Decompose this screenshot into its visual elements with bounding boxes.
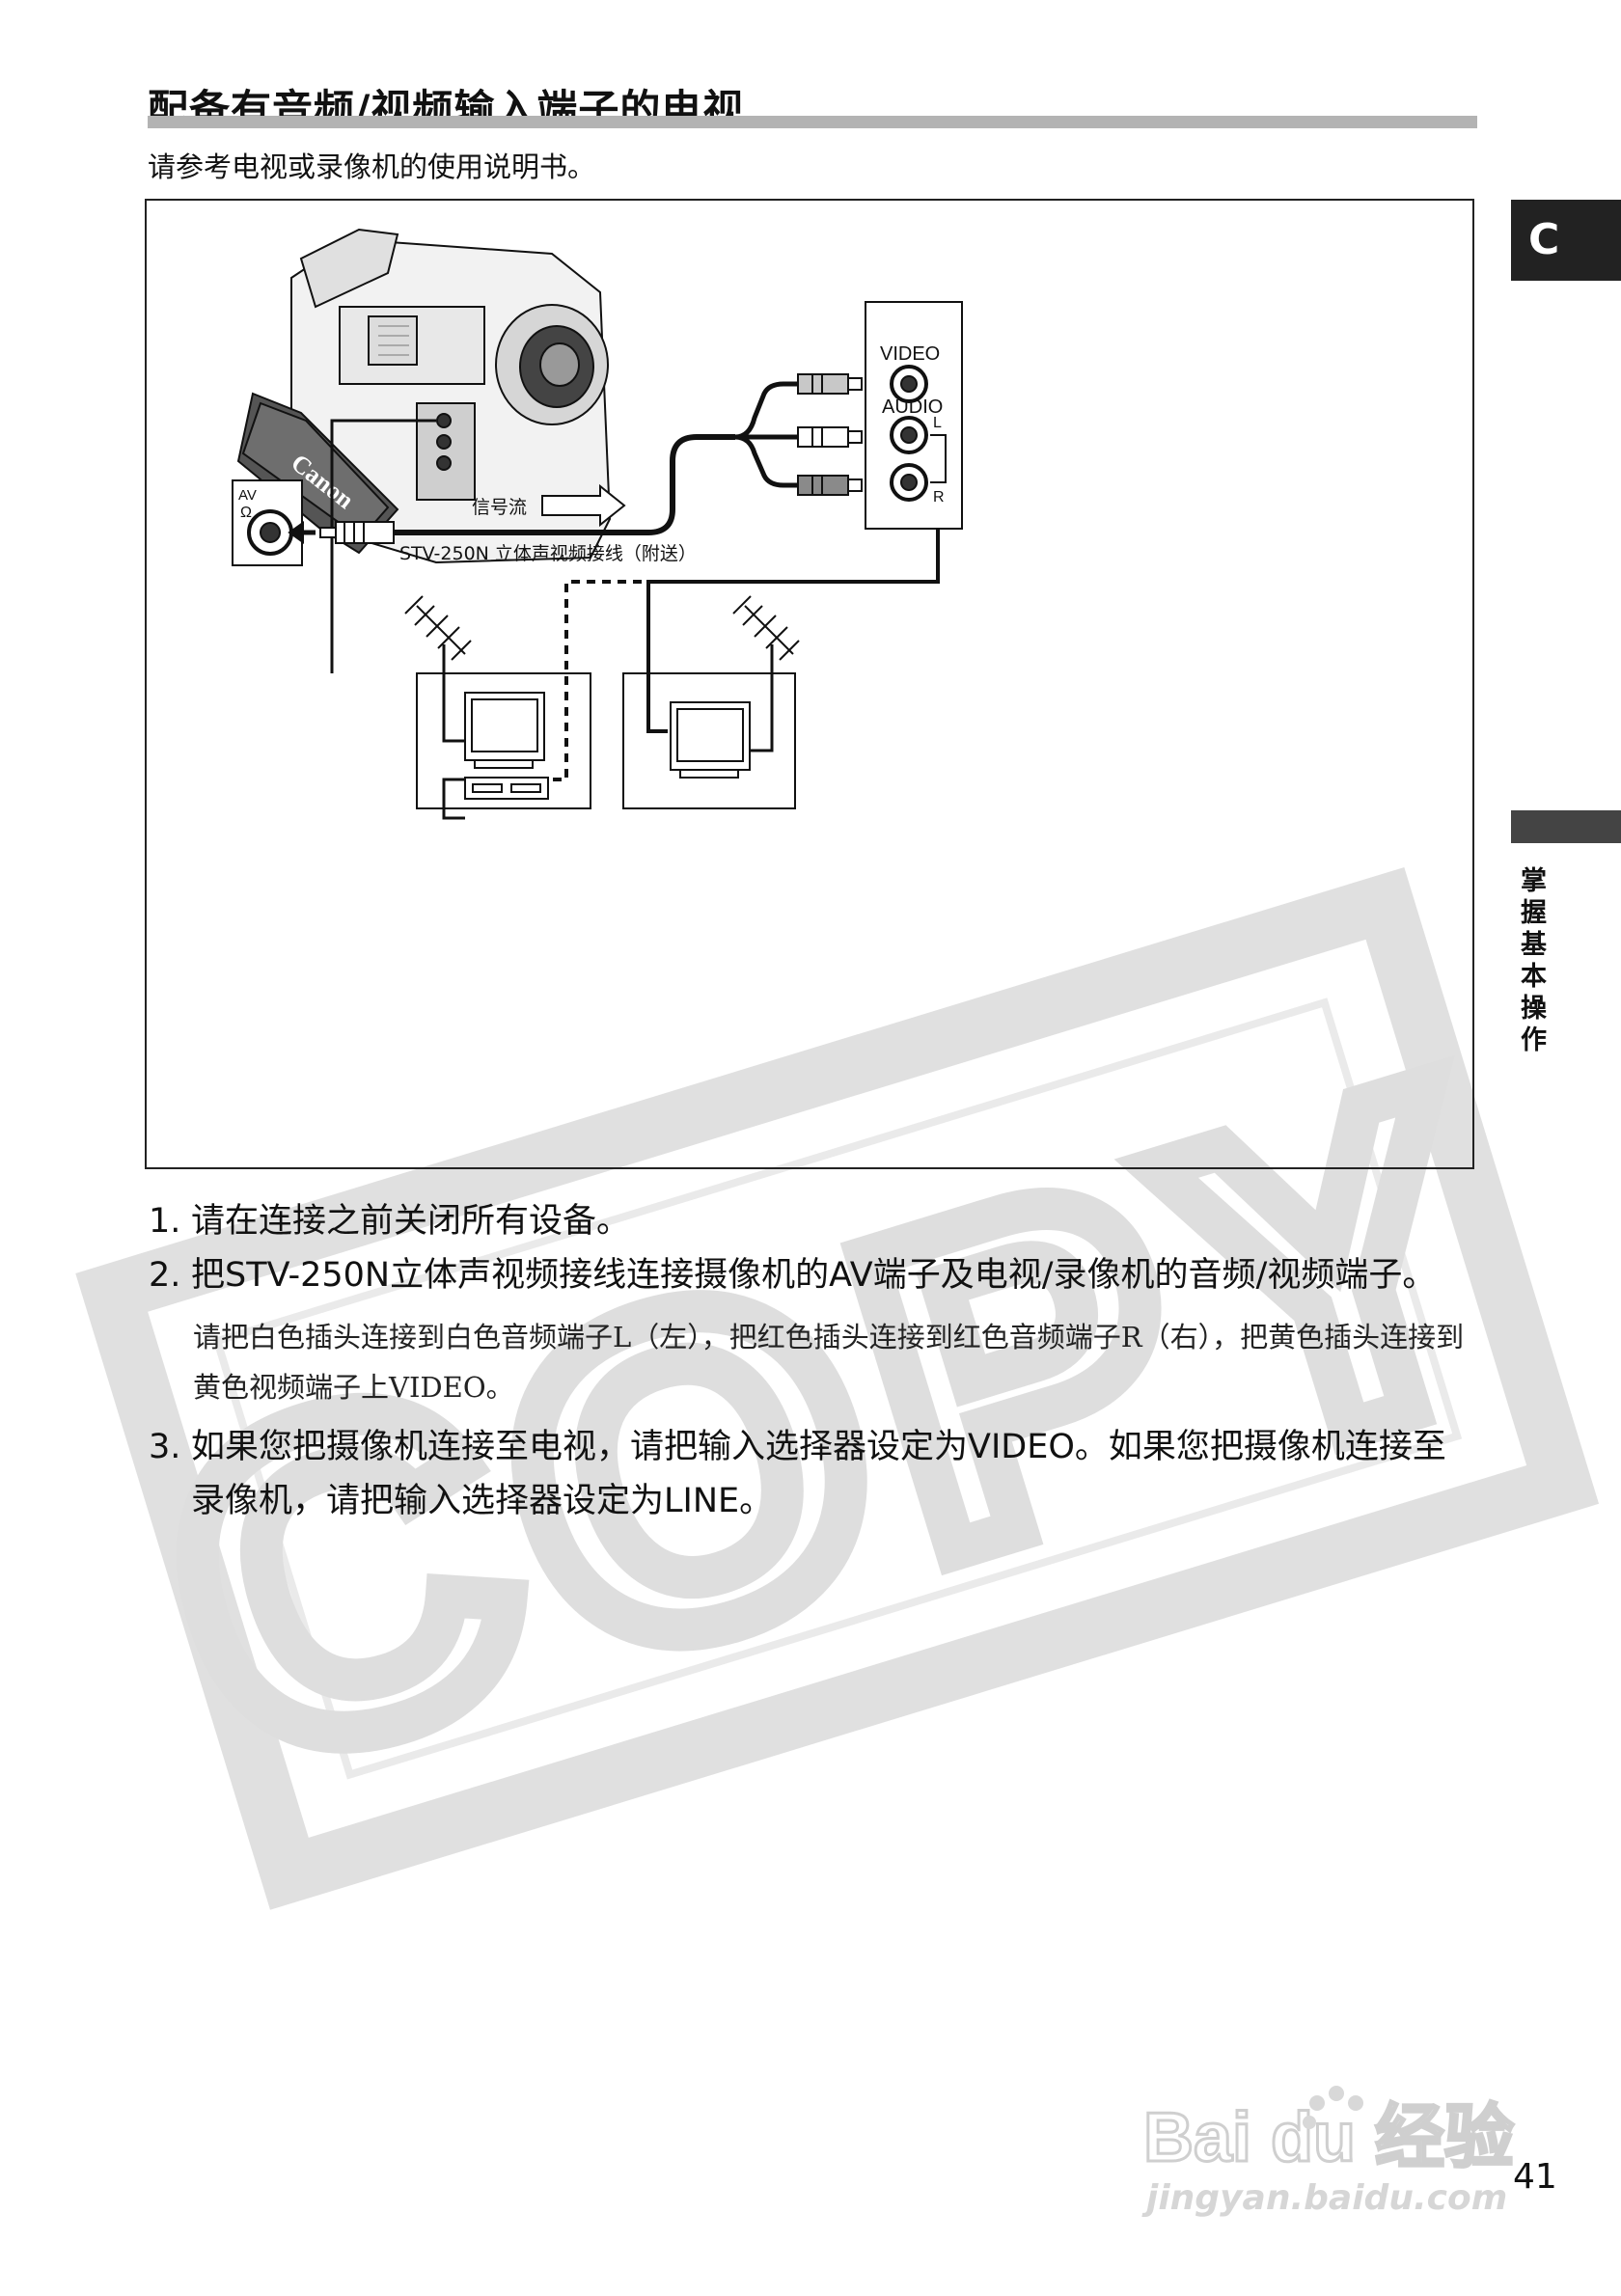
jack-l-label: L: [933, 415, 942, 431]
diagram-svg: Canon: [232, 228, 963, 820]
jack-video-label: VIDEO: [880, 343, 940, 365]
title-underline-bar: [148, 116, 1477, 128]
jack-audio-label: AUDIO: [882, 396, 943, 418]
av-label: AV: [238, 487, 257, 504]
step-text: 如果您把摄像机连接至电视，请把输入选择器设定为VIDEO。如果您把摄像机连接至录…: [191, 1428, 1446, 1520]
chapter-tab: C: [1511, 200, 1621, 281]
vcr-left: [464, 777, 549, 800]
step-number: 2.: [149, 1256, 181, 1295]
step-3: 3. 如果您把摄像机连接至电视，请把输入选择器设定为VIDEO。如果您把摄像机连…: [145, 1420, 1476, 1528]
signal-flow-label: 信号流: [472, 497, 527, 518]
baidu-logo-text: Bai du 经验: [1143, 2099, 1514, 2176]
baidu-logo: Bai du 经验: [1142, 2086, 1516, 2178]
step-2-note: 请把白色插头连接到白色音频端子L（左），把红色插头连接到红色音频端子R（右），把…: [193, 1321, 1465, 1404]
baidu-url: jingyan.baidu.com: [1146, 2178, 1508, 2218]
tv-left: [464, 692, 545, 769]
tv-right: [670, 701, 751, 779]
page-subtitle: 请参考电视或录像机的使用说明书。: [148, 150, 596, 183]
side-section-bar: [1511, 810, 1621, 843]
antenna-left: [404, 595, 472, 820]
camcorder-illustration: Canon: [236, 228, 612, 564]
step-number: 3.: [149, 1428, 181, 1466]
jack-r-label: R: [933, 489, 945, 506]
step-number: 1.: [149, 1202, 181, 1241]
page-number: 41: [1513, 2157, 1557, 2197]
antenna-right: [732, 595, 800, 752]
step-text: 把STV-250N立体声视频接线连接摄像机的AV端子及电视/录像机的音频/视频端…: [191, 1256, 1437, 1295]
step-1: 1. 请在连接之前关闭所有设备。: [145, 1194, 1476, 1248]
step-text: 请在连接之前关闭所有设备。: [191, 1202, 631, 1241]
cable-name-label: STV-250N 立体声视频接线（附送）: [399, 543, 697, 564]
connection-diagram: Canon: [145, 199, 1474, 1169]
headphone-icon: Ω: [240, 505, 252, 521]
rca-plugs: [797, 373, 863, 496]
steps-list: 1. 请在连接之前关闭所有设备。 2. 把STV-250N立体声视频接线连接摄像…: [145, 1194, 1476, 1528]
side-section-label: 掌握基本操作: [1516, 866, 1546, 1057]
step-2: 2. 把STV-250N立体声视频接线连接摄像机的AV端子及电视/录像机的音频/…: [145, 1248, 1476, 1302]
